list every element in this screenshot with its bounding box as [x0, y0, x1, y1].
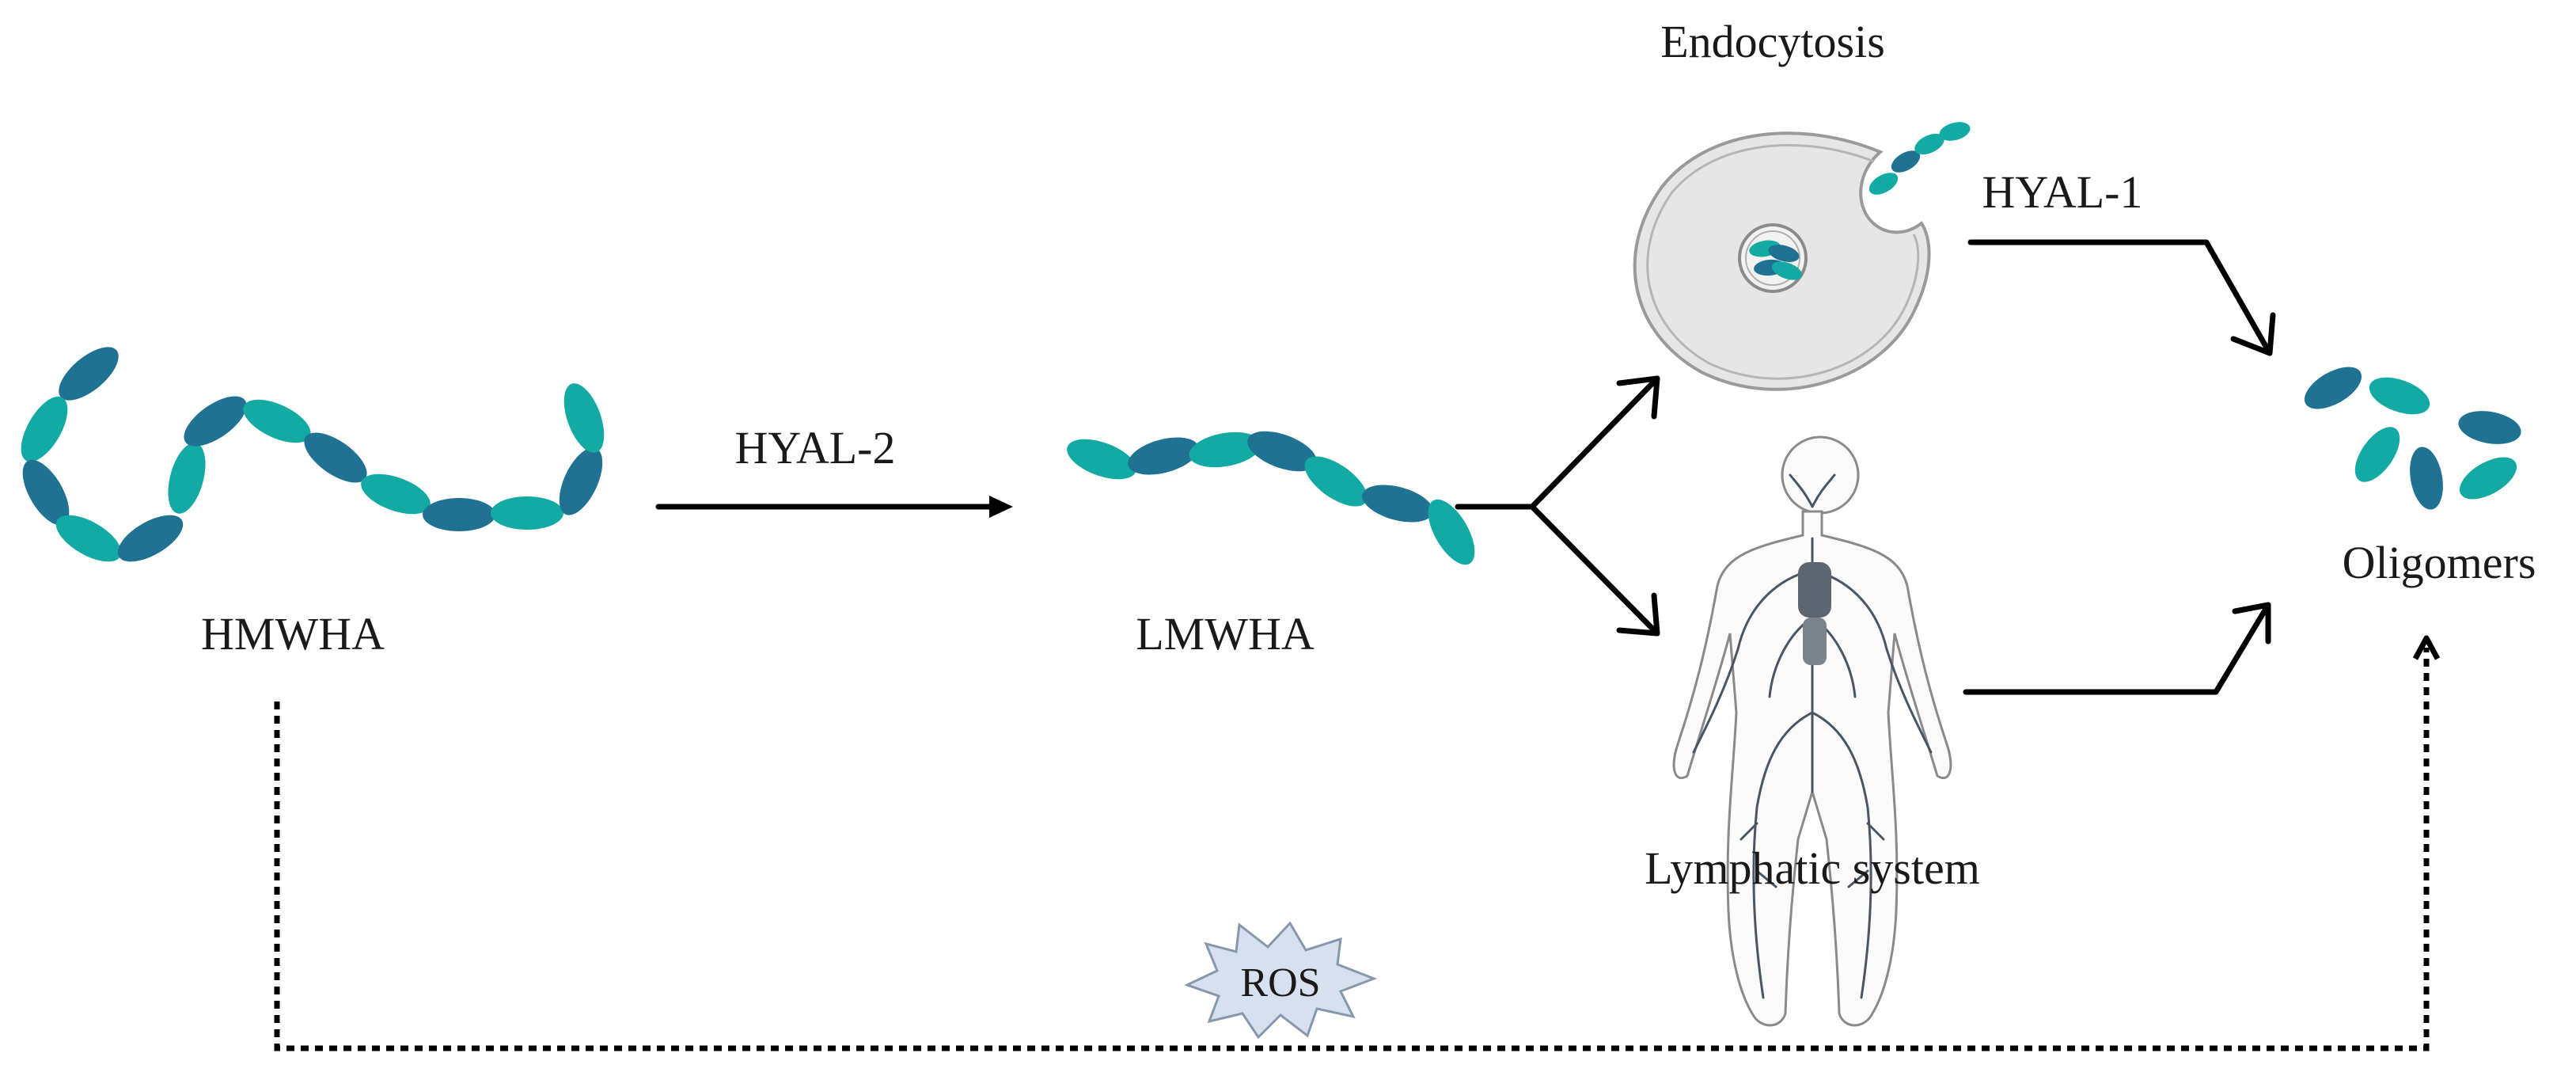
entering-unit [1939, 122, 1971, 141]
hmwha-unit [55, 515, 122, 562]
ros-label: ROS [1240, 960, 1320, 1006]
hmwha-unit [361, 473, 431, 515]
hmwha-unit [243, 399, 311, 443]
endosome-unit [1768, 245, 1800, 262]
lmwha-unit [1304, 456, 1368, 507]
lymphatic-figure [1672, 435, 1952, 1027]
hyal2-label: HYAL-2 [735, 422, 896, 473]
lymph-vessel [1692, 648, 1739, 754]
entering-unit [1868, 173, 1899, 195]
oligomers-cluster [2304, 367, 2521, 510]
lymph-vessel [1885, 648, 1933, 754]
hmwha-chain [21, 347, 605, 562]
fork-up-head [1616, 375, 1660, 420]
cell-inner-membrane [1646, 143, 1920, 380]
hmwha-unit [563, 383, 605, 453]
oligomer-unit [2410, 447, 2443, 510]
lmwha-unit [1067, 439, 1136, 480]
ros-burst-shape [1184, 921, 1378, 1040]
hyal1-arrow-head [2230, 312, 2276, 356]
entering-unit [1914, 133, 1944, 155]
fork-down-arrow [1529, 504, 1660, 637]
lymphatic-label: Lymphatic system [1645, 842, 1980, 894]
lmwha-chain [1067, 431, 1475, 565]
hyal1-label: HYAL-1 [1982, 166, 2143, 218]
lymphatic-arrow-head [2232, 602, 2271, 644]
hmwha-unit [168, 443, 206, 514]
ros-burst: ROS [1184, 921, 1378, 1040]
lmwha-label: LMWHA [1136, 608, 1315, 660]
hmwha-unit [184, 396, 247, 447]
lymph-vessel [1811, 711, 1872, 999]
ros-pathway [274, 648, 2430, 1051]
oligomer-unit [2459, 457, 2517, 500]
hmwha-label: HMWHA [201, 608, 385, 660]
lymph-vessel [1752, 711, 1814, 999]
oligomer-unit [2458, 411, 2521, 444]
thoracic-organ [1798, 562, 1831, 618]
hmwha-unit [423, 498, 495, 531]
fork-down-head [1616, 592, 1660, 637]
entering-unit [1891, 150, 1921, 173]
hmwha-unit [22, 459, 70, 526]
lymphatic-arrow [1963, 602, 2271, 695]
hmwha-unit [304, 432, 367, 483]
lmwha-unit [1247, 431, 1317, 472]
fork-up-arrow [1529, 375, 1660, 510]
oligomer-unit [2354, 427, 2400, 482]
lymph-vessel [1789, 473, 1836, 508]
hyal2-arrow-head [989, 496, 1013, 518]
lmwha-unit [1128, 437, 1199, 475]
oligomers-label: Oligomers [2343, 537, 2536, 588]
ros-pathway-head [2412, 635, 2441, 660]
lmwha-unit [1362, 485, 1433, 523]
fork-arrows [1455, 375, 1660, 637]
figure-head [1781, 435, 1860, 515]
hyal1-arrow [1967, 239, 2273, 356]
endocytosis-cell [1633, 122, 1971, 391]
hmwha-unit [21, 396, 68, 462]
endosome-inner [1745, 230, 1800, 286]
hmwha-unit [117, 515, 184, 562]
lmwha-unit [1428, 499, 1475, 565]
lymph-vessel [1739, 822, 1885, 888]
endosome-unit [1771, 261, 1803, 280]
oligomer-unit [2304, 367, 2362, 409]
lmwha-unit [1189, 432, 1261, 468]
oligomer-unit [2369, 377, 2430, 415]
endocytosis-label: Endocytosis [1660, 16, 1885, 67]
hmwha-unit [491, 496, 563, 530]
thoracic-organ [1803, 618, 1827, 665]
hmwha-unit [559, 447, 603, 515]
hmwha-unit [59, 347, 119, 401]
